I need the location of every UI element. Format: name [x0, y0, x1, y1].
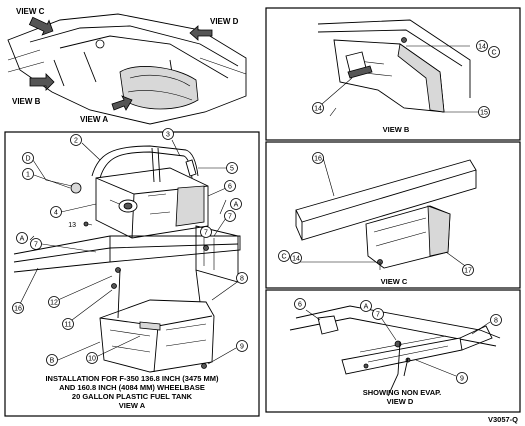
callout-c-top: C — [488, 46, 500, 58]
callout-7-right: 7 — [224, 210, 236, 222]
view-b-callouts: 14 C 14 15 — [312, 40, 500, 118]
callout-2: 2 — [70, 134, 82, 146]
view-a-caption-line1: INSTALLATION FOR F-350 136.8 INCH (3475 … — [45, 374, 219, 383]
callout-9: 9 — [236, 340, 248, 352]
svg-text:16: 16 — [14, 306, 22, 313]
callout-7-left: 7 — [30, 238, 42, 250]
view-a-caption-line3: 20 GALLON PLASTIC FUEL TANK — [72, 392, 193, 401]
callout-11: 11 — [62, 318, 74, 330]
svg-text:7: 7 — [34, 242, 38, 249]
svg-text:14: 14 — [314, 106, 322, 113]
callout-5: 5 — [226, 162, 238, 174]
svg-text:9: 9 — [460, 376, 464, 383]
callout-7-d: 7 — [372, 308, 384, 320]
callout-14-c: 14 — [290, 252, 302, 264]
callout-16: 16 — [12, 302, 24, 314]
callout-4: 4 — [50, 206, 62, 218]
callout-16-c: 16 — [312, 152, 324, 164]
view-c-callouts: 16 C 14 17 — [278, 152, 474, 276]
svg-text:5: 5 — [230, 166, 234, 173]
svg-text:9: 9 — [240, 344, 244, 351]
view-d-panel — [265, 289, 521, 413]
callout-a-left: A — [16, 232, 28, 244]
svg-text:8: 8 — [240, 276, 244, 283]
svg-text:C: C — [281, 254, 286, 261]
callout-8-d: 8 — [490, 314, 502, 326]
callout-3: 3 — [162, 128, 174, 140]
view-d-callouts: 6 A 7 8 9 — [294, 298, 502, 384]
view-d-label: VIEW D — [210, 17, 239, 26]
svg-text:3: 3 — [166, 132, 170, 139]
callout-15: 15 — [478, 106, 490, 118]
svg-text:8: 8 — [494, 318, 498, 325]
callout-b: B — [46, 354, 58, 366]
svg-text:4: 4 — [54, 210, 58, 217]
svg-text:14: 14 — [292, 256, 300, 263]
view-a-label: VIEW A — [80, 115, 108, 124]
callout-14-bottom: 14 — [312, 102, 324, 114]
view-c-panel — [265, 141, 521, 289]
svg-text:17: 17 — [464, 268, 472, 275]
svg-text:A: A — [234, 202, 239, 209]
svg-text:6: 6 — [298, 302, 302, 309]
view-b-caption: VIEW B — [383, 125, 410, 134]
svg-text:7: 7 — [228, 214, 232, 221]
svg-text:D: D — [25, 156, 30, 163]
svg-text:15: 15 — [480, 110, 488, 117]
view-c-drawing — [295, 153, 477, 270]
svg-text:7: 7 — [204, 230, 208, 237]
callout-a-d: A — [360, 300, 372, 312]
svg-text:13: 13 — [68, 222, 76, 229]
view-a-panel — [4, 131, 260, 417]
callout-6: 6 — [224, 180, 236, 192]
svg-text:B: B — [50, 358, 55, 365]
view-b-panel — [265, 7, 521, 141]
view-c-label: VIEW C — [16, 7, 45, 16]
svg-text:7: 7 — [376, 312, 380, 319]
view-a-arrow — [111, 95, 133, 111]
view-d-caption-line2: VIEW D — [387, 397, 414, 406]
figure-code: V3057-Q — [488, 415, 518, 424]
svg-text:14: 14 — [478, 44, 486, 51]
svg-text:1: 1 — [26, 172, 30, 179]
callout-d: D — [22, 152, 34, 164]
view-b-label: VIEW B — [12, 97, 41, 106]
view-d-arrow — [189, 25, 213, 41]
view-a-drawing — [13, 139, 241, 373]
svg-text:C: C — [491, 50, 496, 57]
callout-a-right: A — [230, 198, 242, 210]
callout-6-d: 6 — [294, 298, 306, 310]
view-a-caption-line2: AND 160.8 INCH (4084 MM) WHEELBASE — [59, 383, 205, 392]
svg-text:A: A — [20, 236, 25, 243]
view-c-caption: VIEW C — [381, 277, 408, 286]
svg-text:12: 12 — [50, 300, 58, 307]
callout-10: 10 — [86, 352, 98, 364]
callout-14-top: 14 — [476, 40, 488, 52]
view-a-callouts: D 1 2 3 4 5 6 7 A 7 13 A 7 16 12 11 8 B … — [12, 128, 248, 366]
svg-text:6: 6 — [228, 184, 232, 191]
callout-8: 8 — [236, 272, 248, 284]
callout-17: 17 — [462, 264, 474, 276]
svg-text:2: 2 — [74, 138, 78, 145]
callout-13: 13 — [68, 222, 76, 229]
svg-text:A: A — [364, 304, 369, 311]
svg-text:10: 10 — [88, 356, 96, 363]
callout-c-c: C — [278, 250, 290, 262]
view-d-drawing — [289, 305, 501, 397]
view-c-arrow — [28, 16, 54, 36]
svg-text:11: 11 — [64, 322, 71, 329]
callout-9-d: 9 — [456, 372, 468, 384]
view-a-caption-line4: VIEW A — [119, 401, 146, 410]
callout-1: 1 — [22, 168, 34, 180]
callout-12: 12 — [48, 296, 60, 308]
svg-text:16: 16 — [314, 156, 322, 163]
view-b-drawing — [317, 19, 478, 117]
overview-vehicle-frame — [7, 13, 247, 125]
callout-7-tank: 7 — [200, 226, 212, 238]
view-b-arrow — [29, 73, 55, 91]
view-d-caption-line1: SHOWING NON EVAP. — [363, 388, 441, 397]
